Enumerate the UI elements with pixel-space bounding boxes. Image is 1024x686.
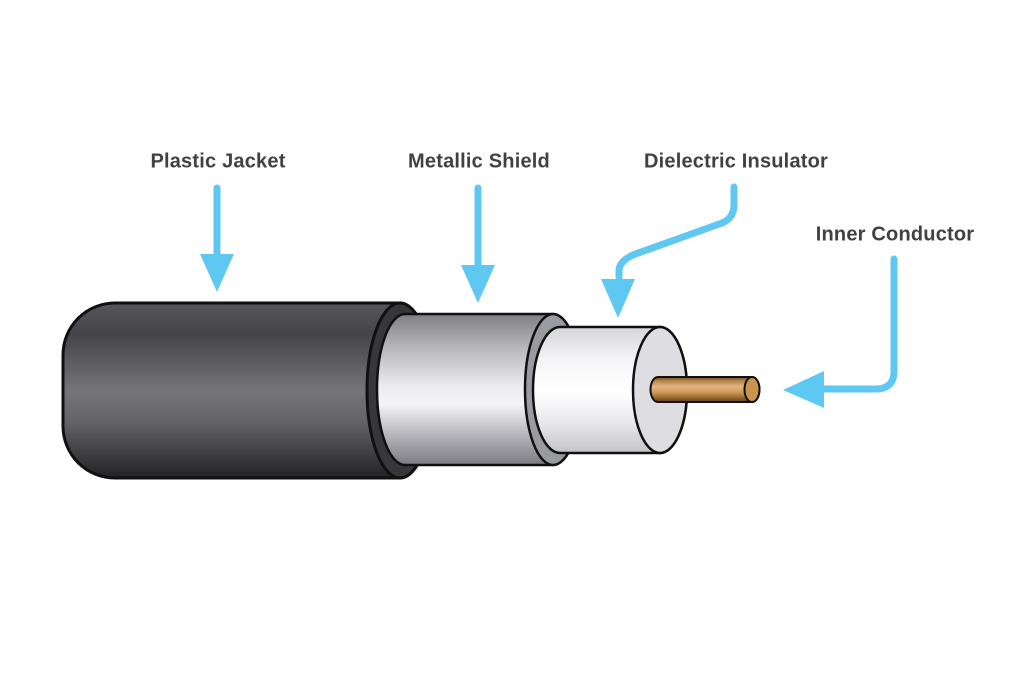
inner-conductor-tip xyxy=(743,376,761,403)
dielectric-insulator-arrow xyxy=(615,183,738,281)
dielectric-insulator-arrowhead xyxy=(601,279,635,318)
inner-conductor-arrowhead xyxy=(783,371,824,408)
label-plastic-jacket: Plastic Jacket xyxy=(150,150,286,173)
coax-cable xyxy=(61,301,761,480)
label-inner-conductor: Inner Conductor xyxy=(815,223,975,246)
inner-conductor-arrow xyxy=(820,255,898,393)
plastic-jacket-arrowhead xyxy=(200,254,234,292)
inner-conductor-wire xyxy=(649,376,761,403)
callout-arrows xyxy=(200,183,898,408)
label-dielectric-insulator: Dielectric Insulator xyxy=(643,150,829,173)
metallic-shield-arrowhead xyxy=(461,265,495,303)
label-metallic-shield: Metallic Shield xyxy=(408,150,550,173)
